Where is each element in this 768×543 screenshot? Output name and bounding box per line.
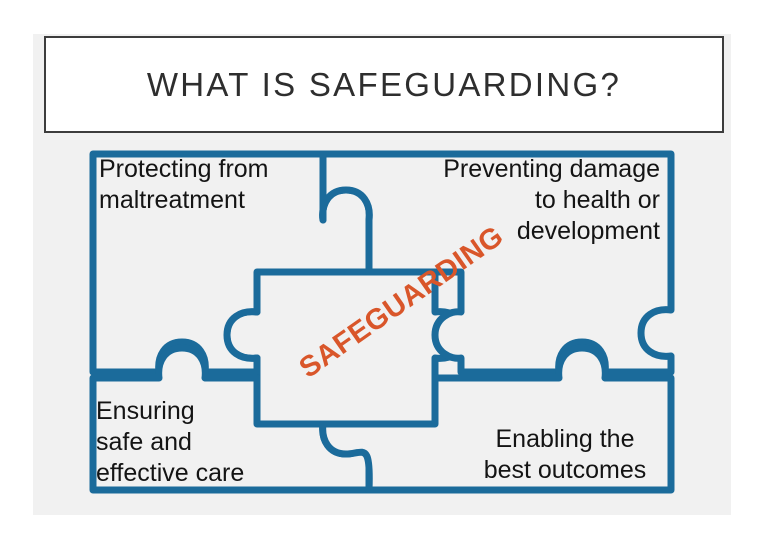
puzzle-diagram [89,150,675,494]
puzzle-piece-top-right [319,150,675,376]
puzzle-piece-bottom-right [319,344,675,494]
page-title: WHAT IS SAFEGUARDING? [146,66,622,103]
title-box: WHAT IS SAFEGUARDING? [44,36,724,133]
